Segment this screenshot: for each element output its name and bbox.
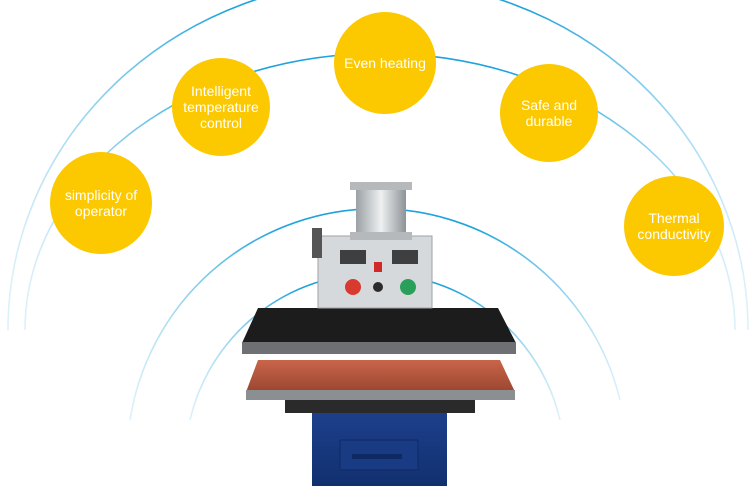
stop-button — [345, 279, 361, 295]
arc-outer — [7, 0, 749, 331]
feature-bubble-intelligent: Intelligent temperature control — [172, 58, 270, 156]
feature-label: Thermal conductivity — [637, 210, 711, 242]
upper-plate — [242, 308, 516, 343]
feature-bubble-simplicity: simplicity of operator — [50, 152, 152, 254]
lower-plate-pad — [246, 360, 515, 392]
lower-plate-frame — [285, 400, 475, 413]
feature-bubble-safe: Safe and durable — [500, 64, 598, 162]
feature-label: Intelligent temperature control — [183, 83, 259, 131]
feature-label: Even heating — [344, 55, 426, 71]
start-button — [400, 279, 416, 295]
feature-label: Safe and durable — [520, 97, 578, 129]
feature-bubble-even-heating: Even heating — [334, 12, 436, 114]
heat-press-machine — [242, 182, 516, 486]
feature-bubble-thermal: Thermal conductivity — [624, 176, 724, 276]
air-cylinder — [356, 186, 406, 238]
knob — [373, 282, 383, 292]
feature-label: simplicity of operator — [64, 187, 138, 219]
